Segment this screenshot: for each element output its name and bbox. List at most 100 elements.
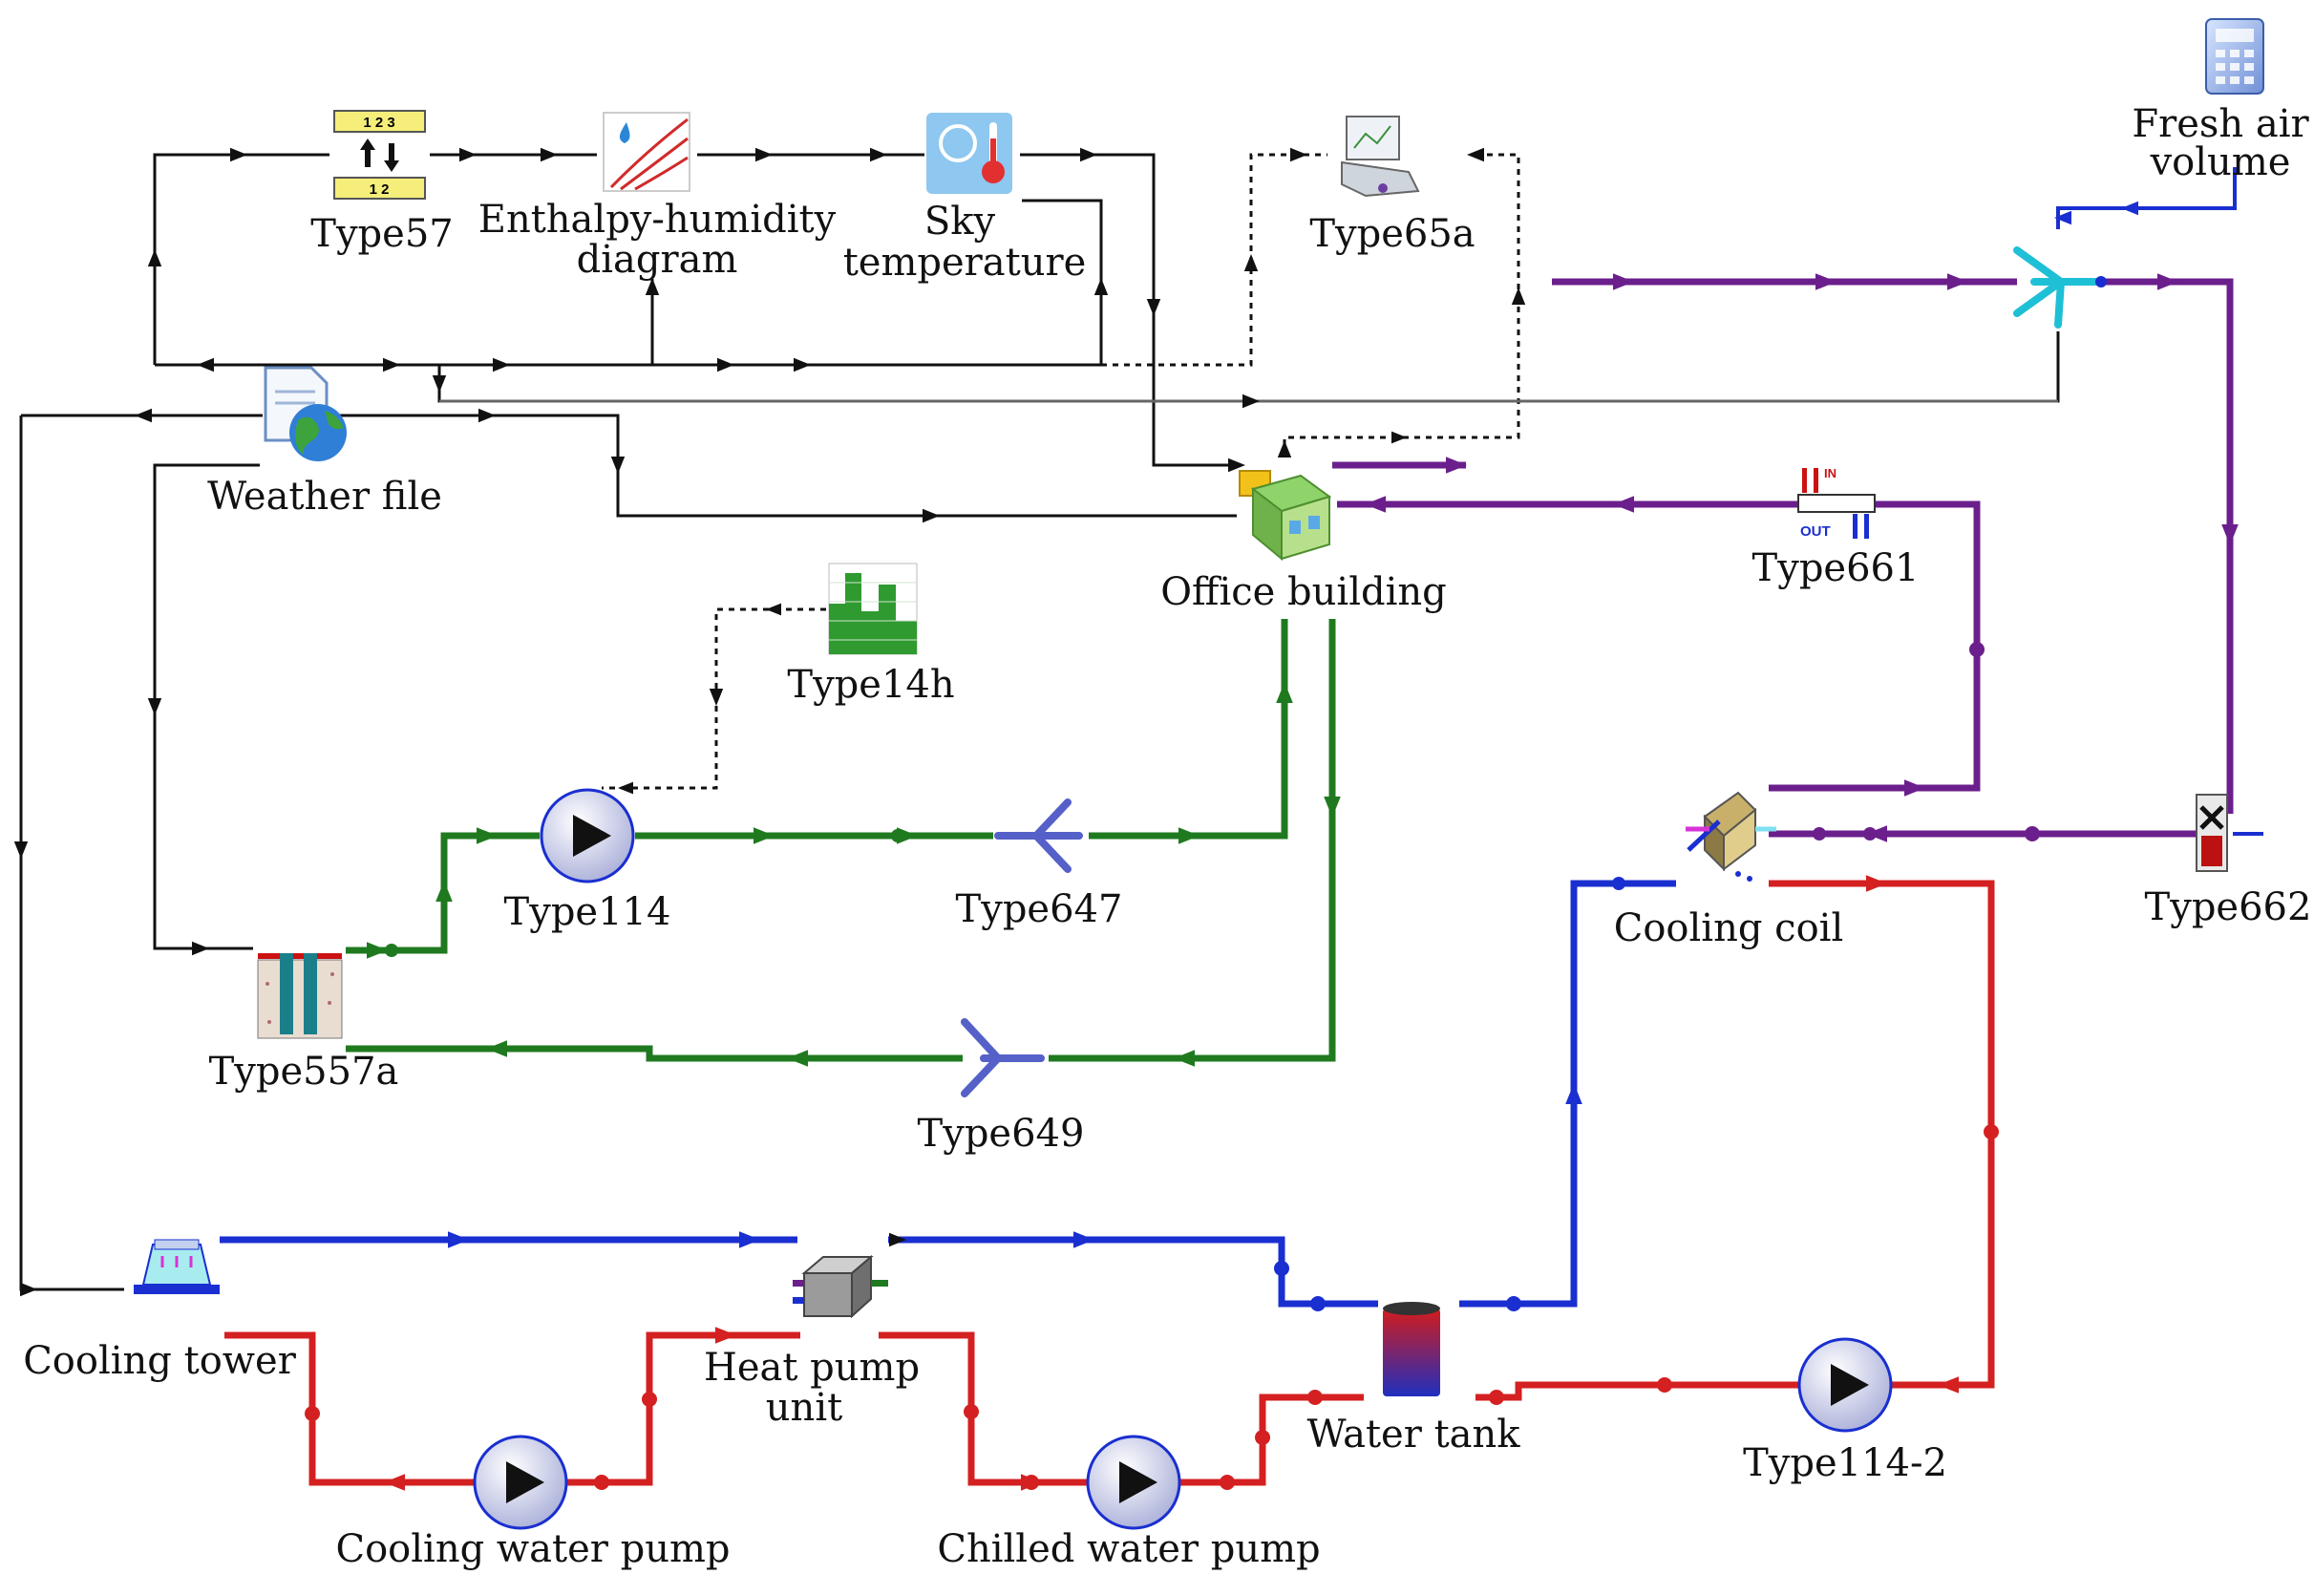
flow-arrowhead xyxy=(1565,1083,1582,1104)
printer-plotter-icon xyxy=(1341,116,1420,198)
flow-arrowhead xyxy=(1277,440,1292,458)
chilled-water-pump-icon xyxy=(1086,1435,1181,1530)
flow-arrowhead xyxy=(1324,797,1341,818)
flow-arrowhead xyxy=(541,147,558,162)
svg-text:OUT: OUT xyxy=(1800,523,1831,540)
cooling-water-pump-icon xyxy=(473,1435,568,1530)
flow-arrowhead xyxy=(1947,273,1968,290)
flow-arrowhead xyxy=(435,881,453,902)
psychrometric-chart-icon xyxy=(603,112,690,192)
flow-arrowhead xyxy=(2054,210,2071,225)
flow-junction-dot xyxy=(2025,826,2040,841)
flow-arrowhead xyxy=(1178,827,1199,844)
label-fresh-air-2: volume xyxy=(2150,140,2291,184)
flow-junction-dot xyxy=(642,1392,657,1407)
flow-arrowhead xyxy=(709,689,724,706)
label-weather-file: Weather file xyxy=(207,475,442,519)
type661-icon: IN OUT xyxy=(1797,466,1876,540)
flow-junction-dot xyxy=(964,1404,979,1419)
label-office-building: Office building xyxy=(1160,570,1447,614)
flow-arrowhead xyxy=(1276,682,1293,703)
flow-junction-dot xyxy=(1969,642,1985,657)
flow-arrowhead xyxy=(477,827,498,844)
flow-arrowhead xyxy=(754,827,775,844)
flow-junction-dot xyxy=(1612,877,1625,890)
flow-arrowhead xyxy=(384,1474,405,1491)
flow-arrowhead xyxy=(1080,147,1097,162)
label-type114: Type114 xyxy=(504,890,671,934)
flow-junction-dot xyxy=(1024,1475,1039,1490)
flow-junction-dot xyxy=(305,1406,320,1421)
label-heat-pump-1: Heat pump xyxy=(704,1346,920,1390)
flow-arrowhead xyxy=(1938,1376,1959,1394)
type14h-forcing-function-icon xyxy=(828,563,918,655)
flow-arrowhead xyxy=(459,147,477,162)
water-tank-icon xyxy=(1383,1302,1440,1396)
flow-arrowhead xyxy=(448,1231,469,1248)
flow-junction-dot xyxy=(1506,1296,1521,1311)
type662-fan-icon xyxy=(2196,794,2263,872)
flow-arrowhead xyxy=(1391,431,1407,444)
flow-arrowhead xyxy=(1093,278,1109,295)
label-type57: Type57 xyxy=(310,212,453,256)
flow-arrowhead xyxy=(20,1282,37,1297)
flow-arrowhead xyxy=(147,249,162,266)
label-type14h: Type14h xyxy=(787,663,954,707)
flow-junction-dot xyxy=(1984,1124,1999,1139)
label-enthalpy-2: diagram xyxy=(577,238,738,282)
label-cooling-tower: Cooling tower xyxy=(23,1339,297,1383)
type557a-borehole-icon xyxy=(257,953,343,1039)
type647-diverter-icon xyxy=(994,798,1083,873)
flow-arrowhead xyxy=(1365,496,1386,513)
cold-water-pipes xyxy=(220,880,1676,1308)
flow-arrowhead xyxy=(610,457,626,474)
air-mixer-icon xyxy=(2013,246,2107,329)
type649-mixer-icon xyxy=(961,1018,1045,1097)
flow-arrowhead xyxy=(1243,254,1259,271)
flow-arrowhead xyxy=(2221,524,2239,545)
flow-arrowhead xyxy=(13,841,29,859)
flow-arrowhead xyxy=(432,375,447,393)
flow-arrowhead xyxy=(1446,457,1467,474)
flow-junction-dot xyxy=(1863,827,1877,841)
flow-arrowhead xyxy=(1073,1231,1094,1248)
flow-arrowhead xyxy=(1146,299,1161,316)
flow-arrowhead xyxy=(1228,458,1245,473)
flow-junction-dot xyxy=(1307,1390,1323,1405)
flow-arrowhead xyxy=(717,357,734,372)
component-labels: Type57 Enthalpy-humidity diagram Sky tem… xyxy=(23,102,2311,1571)
flow-arrowhead xyxy=(493,357,510,372)
flow-arrowhead xyxy=(1815,273,1836,290)
type57-icon: 1 2 3 1 2 xyxy=(333,110,426,200)
label-type647: Type647 xyxy=(956,887,1123,931)
label-type662: Type662 xyxy=(2145,885,2312,929)
flow-arrowhead xyxy=(478,408,496,423)
flow-arrowhead xyxy=(1174,1050,1195,1067)
flow-arrowhead xyxy=(197,357,214,372)
flow-arrowhead xyxy=(870,147,887,162)
flow-junction-dot xyxy=(1657,1377,1672,1393)
flow-junction-dot xyxy=(1310,1296,1326,1311)
label-fresh-air-1: Fresh air xyxy=(2132,102,2309,146)
flow-arrowhead xyxy=(383,357,400,372)
flow-arrowhead xyxy=(147,698,162,715)
cooling-coil-icon xyxy=(1686,791,1776,882)
sky-temperature-icon xyxy=(926,113,1012,194)
flow-arrowhead xyxy=(1511,287,1526,305)
label-water-tank: Water tank xyxy=(1307,1413,1521,1457)
svg-text:1 2: 1 2 xyxy=(370,181,390,198)
flow-marks xyxy=(13,147,2239,1491)
flow-junction-dot xyxy=(1813,827,1826,841)
svg-text:IN: IN xyxy=(1824,466,1836,480)
warm-water-pipes xyxy=(224,880,1995,1486)
cooling-tower-icon xyxy=(134,1239,220,1294)
flow-junction-dot xyxy=(1274,1261,1289,1276)
label-type649: Type649 xyxy=(918,1112,1085,1156)
flow-arrowhead xyxy=(739,1231,760,1248)
flow-arrowhead xyxy=(486,1040,507,1057)
flow-arrowhead xyxy=(192,941,209,956)
flow-junction-dot xyxy=(594,1475,609,1490)
label-chilled-water-pump: Chilled water pump xyxy=(937,1527,1320,1571)
flow-arrowhead xyxy=(367,942,388,959)
